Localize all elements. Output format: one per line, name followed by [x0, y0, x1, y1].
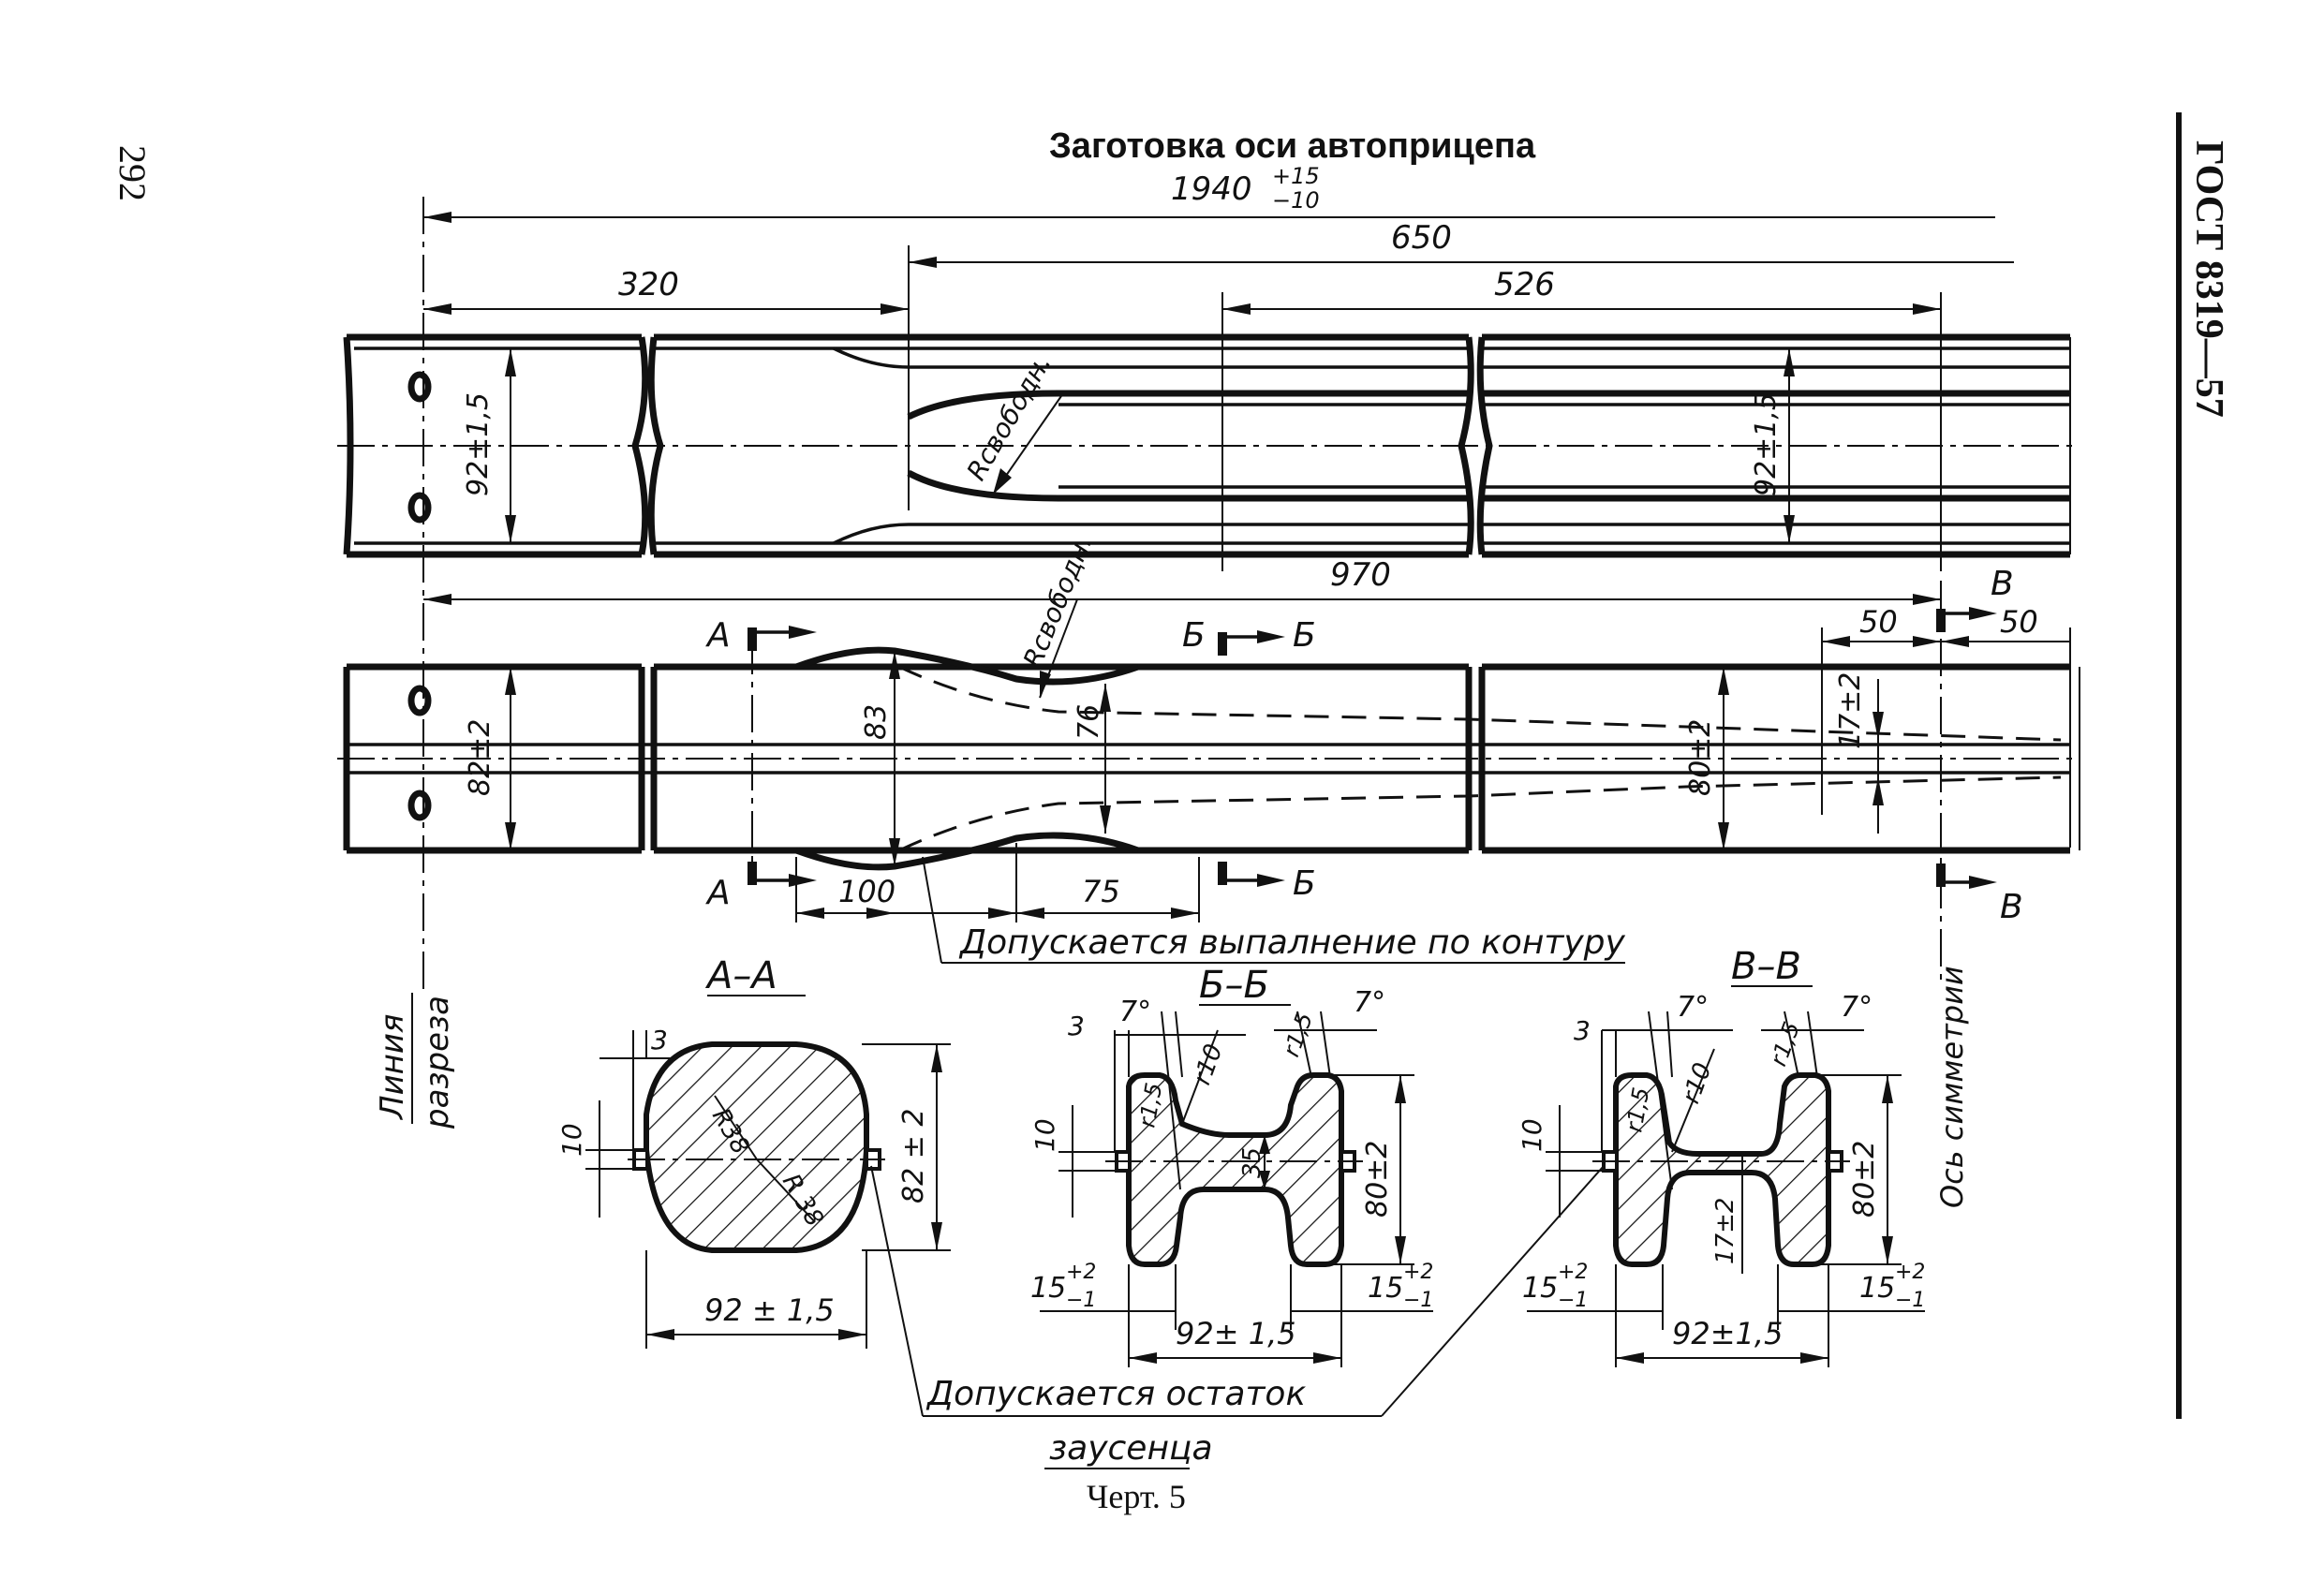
- standard-code: ГОСТ 8319—57: [2187, 140, 2230, 418]
- vv-height: 80±2: [1848, 1141, 1881, 1218]
- bb-angle-right: 7°: [1354, 986, 1385, 1019]
- vv-width: 92±1,5: [1672, 1316, 1783, 1351]
- bb-angle-left: 7°: [1119, 996, 1151, 1028]
- section-a-bottom: А: [705, 874, 731, 912]
- dim-320: 320: [618, 266, 679, 303]
- bb-web: 35: [1238, 1147, 1266, 1178]
- burr-note: Допускается остаток заусенца: [870, 1165, 1605, 1469]
- front-view: 970 50 50 82±2 8: [337, 197, 2080, 1208]
- vv-dim-3: 3: [1574, 1015, 1591, 1046]
- vv-dim-10: 10: [1517, 1118, 1547, 1152]
- plan-view: 1940 +15 −10 650 320 526: [337, 163, 2078, 571]
- vv-angle-right: 7°: [1841, 991, 1873, 1024]
- section-vv: В–В 17±2 7° 7° r10 r1,5 r1,5 3 10 80±2: [1517, 945, 1925, 1367]
- figure-caption: Черт. 5: [1087, 1478, 1186, 1515]
- section-a-top: А: [705, 616, 731, 655]
- bb-r15-top: r1,5: [1278, 1009, 1318, 1060]
- overall-tol-upper: +15: [1272, 163, 1320, 189]
- section-b-top-right: Б: [1293, 616, 1316, 655]
- plan-width-right: 92±1,5: [1750, 392, 1783, 496]
- aa-height: 82 ± 2: [897, 1109, 930, 1203]
- bb-dim-3: 3: [1068, 1011, 1085, 1041]
- section-aa: А–А R38 R 38 3 10 82 ± 2 92 ± 1,5: [556, 954, 951, 1349]
- vv-web: 17±2: [1711, 1198, 1739, 1264]
- dim-50-right: 50: [2000, 604, 2038, 640]
- dim-50-left: 50: [1859, 604, 1898, 640]
- bb-flange-left-nom: 15: [1030, 1272, 1066, 1305]
- page-header: 292 Заготовка оси автоприцепа ГОСТ 8319—…: [111, 112, 2230, 1515]
- bb-width: 92± 1,5: [1176, 1316, 1296, 1351]
- dim-970: 970: [1330, 556, 1391, 594]
- front-height-left: 82±2: [464, 719, 496, 796]
- aa-dim-3: 3: [651, 1025, 668, 1055]
- aa-dim-10: 10: [556, 1123, 587, 1157]
- dim-650: 650: [1391, 219, 1452, 257]
- front-height-right: 80±2: [1684, 719, 1717, 796]
- bb-flange-left-up: +2: [1066, 1261, 1096, 1284]
- section-v-top: В: [1991, 565, 2014, 603]
- bb-dim-10: 10: [1029, 1118, 1060, 1152]
- vv-flange-right-up: +2: [1895, 1261, 1925, 1284]
- bb-height: 80±2: [1361, 1141, 1394, 1218]
- front-height-76: 76: [1073, 704, 1105, 740]
- plan-width-left: 92±1,5: [462, 392, 495, 496]
- burr-note-line-2: заусенца: [1049, 1429, 1213, 1468]
- vv-flange-left-lo: −1: [1558, 1289, 1588, 1312]
- cut-line-label-1: Линия: [374, 1014, 411, 1121]
- vv-r10: r10: [1677, 1059, 1717, 1107]
- section-bb-title: Б–Б: [1199, 964, 1269, 1007]
- front-web-17: 17±2: [1834, 672, 1867, 749]
- bb-flange-right-up: +2: [1403, 1261, 1433, 1284]
- bb-flange-right-nom: 15: [1368, 1272, 1403, 1305]
- plan-radius-label: Rсвободн.: [960, 349, 1057, 486]
- dim-75: 75: [1082, 874, 1120, 909]
- drawing-title: Заготовка оси автоприцепа: [1049, 126, 1536, 166]
- section-b-top-left: Б: [1182, 616, 1206, 655]
- aa-width: 92 ± 1,5: [704, 1292, 835, 1328]
- page-number: 292: [111, 145, 154, 201]
- symmetry-axis-label: Ось симметрии: [1934, 966, 1970, 1208]
- dim-100: 100: [838, 874, 896, 909]
- bb-flange-left-lo: −1: [1066, 1289, 1096, 1312]
- vv-flange-left-nom: 15: [1522, 1272, 1558, 1305]
- dim-526: 526: [1494, 266, 1555, 303]
- section-aa-title: А–А: [704, 954, 777, 997]
- vv-r15-top: r1,5: [1765, 1018, 1805, 1070]
- bb-r10: r10: [1188, 1041, 1228, 1088]
- cut-line-label-2: разреза: [419, 996, 456, 1129]
- overall-length-dim: 1940: [1171, 170, 1252, 208]
- section-vv-title: В–В: [1731, 945, 1801, 988]
- section-b-bottom: Б: [1293, 864, 1316, 903]
- burr-note-line-1: Допускается остаток: [925, 1375, 1306, 1413]
- bb-flange-right-lo: −1: [1403, 1289, 1433, 1312]
- contour-note: Допускается выпалнение по контуру: [958, 923, 1626, 962]
- front-height-83: 83: [860, 704, 893, 740]
- vv-angle-left: 7°: [1677, 991, 1709, 1024]
- vv-flange-right-nom: 15: [1859, 1272, 1895, 1305]
- overall-tol-lower: −10: [1272, 187, 1320, 214]
- vv-flange-left-up: +2: [1558, 1261, 1588, 1284]
- section-bb: Б–Б 35 7° 7° r10 r1,5 r1,5 3 10: [1029, 964, 1433, 1367]
- vv-flange-right-lo: −1: [1895, 1289, 1925, 1312]
- section-v-bottom: В: [2000, 888, 2023, 926]
